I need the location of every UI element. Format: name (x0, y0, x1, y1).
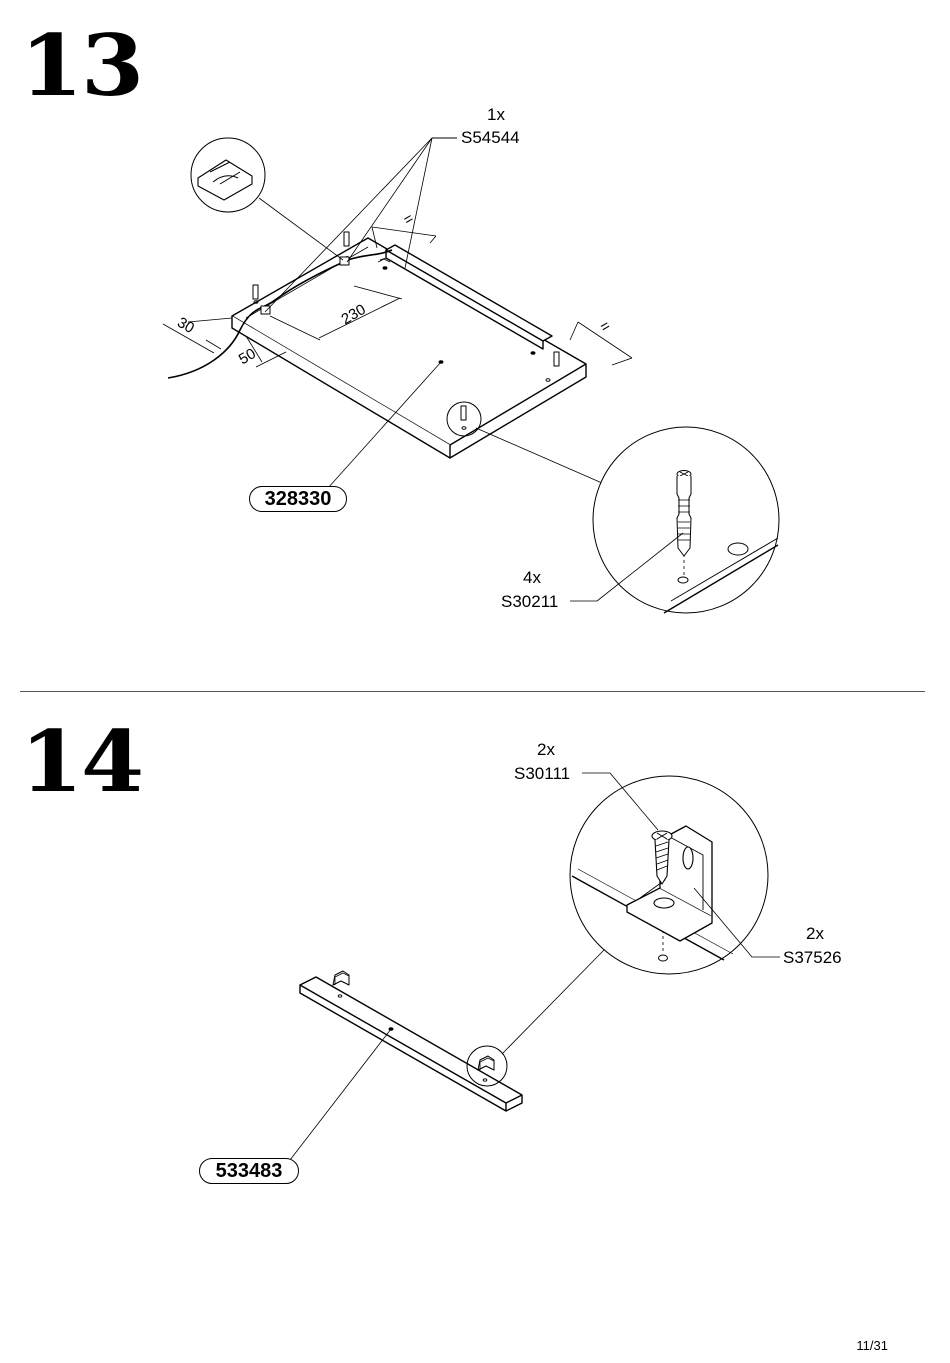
step-13-number: 13 (20, 16, 144, 115)
callout-qty-s37526: 2x (806, 924, 824, 943)
callout-code-s30111: S30111 (514, 764, 571, 783)
step-13-diagram: 30 50 230 = = (162, 137, 780, 614)
part-number-328330: 328330 (249, 486, 347, 512)
part-number-533483: 533483 (199, 1158, 299, 1184)
callout-qty-s54544: 1x (487, 105, 505, 124)
callout-code-s30211: S30211 (501, 592, 559, 611)
callout-qty-s30211: 4x (523, 568, 541, 587)
page-number: 11/31 (856, 1338, 888, 1353)
callout-code-s54544: S54544 (461, 128, 520, 147)
dimension-30: 30 (174, 314, 197, 337)
step-divider (20, 691, 925, 692)
step-14-number: 14 (20, 712, 144, 811)
callout-code-s37526: S37526 (783, 948, 842, 967)
dimension-50: 50 (236, 345, 259, 368)
callout-qty-s30111: 2x (537, 740, 555, 759)
